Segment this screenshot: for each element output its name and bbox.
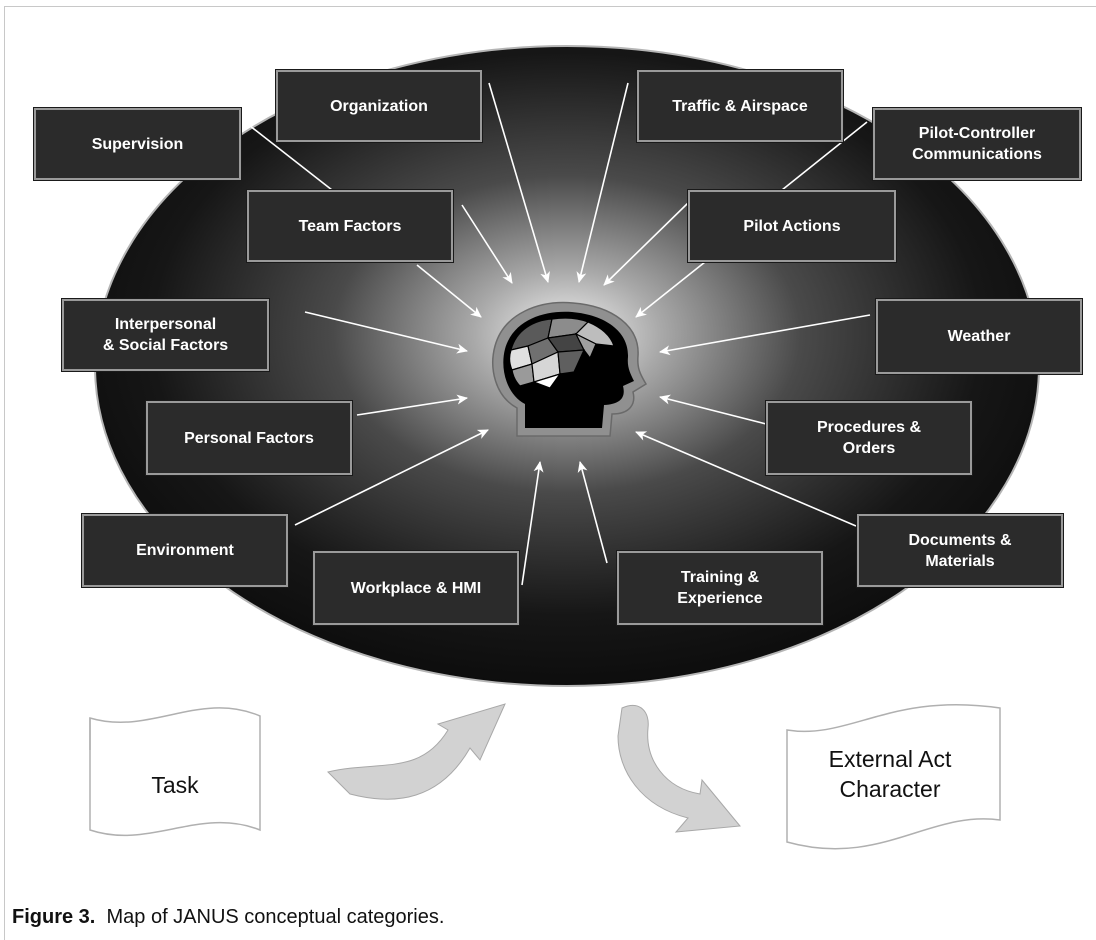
arrow-environment bbox=[294, 429, 489, 526]
connectors bbox=[244, 121, 868, 191]
category-team-factors: Team Factors bbox=[246, 189, 454, 263]
category-environment: Environment bbox=[81, 513, 289, 588]
category-traffic-airspace: Traffic & Airspace bbox=[636, 69, 844, 143]
category-personal-factors: Personal Factors bbox=[145, 400, 353, 476]
arrow-team-low bbox=[416, 264, 482, 318]
arrow-training bbox=[577, 461, 608, 564]
category-pilot-controller: Pilot-Controller Communications bbox=[872, 107, 1082, 181]
external-act-label: External Act Character bbox=[828, 746, 952, 802]
figure-caption: Figure 3. Map of JANUS conceptual catego… bbox=[12, 906, 444, 929]
brain-mosaic bbox=[509, 317, 615, 389]
arrow-personal bbox=[356, 394, 468, 416]
category-supervision: Supervision bbox=[33, 107, 242, 181]
category-workplace: Workplace & HMI bbox=[312, 550, 520, 626]
external-document bbox=[786, 704, 1001, 850]
curved-arrow-icon bbox=[327, 703, 506, 800]
arrow-weather bbox=[659, 314, 871, 356]
arrows bbox=[294, 82, 871, 586]
caption-text: Map of JANUS conceptual categories. bbox=[106, 906, 445, 928]
category-documents: Documents & Materials bbox=[856, 513, 1064, 588]
caption-label: Figure 3. bbox=[12, 906, 96, 928]
task-document bbox=[89, 707, 261, 837]
line-pilot-controller bbox=[781, 121, 868, 191]
category-interpersonal: Interpersonal & Social Factors bbox=[61, 298, 270, 372]
task-label: Task bbox=[151, 772, 199, 798]
arrow-pilot-low bbox=[635, 261, 706, 318]
line-supervision bbox=[244, 121, 333, 191]
category-organization: Organization bbox=[275, 69, 483, 143]
arrow-procedures bbox=[659, 394, 767, 425]
head-brain-icon bbox=[492, 301, 648, 437]
arrow-traffic bbox=[576, 82, 629, 283]
arrow-team-top bbox=[461, 204, 513, 284]
arrow-interpersonal bbox=[304, 311, 468, 354]
category-procedures: Procedures & Orders bbox=[765, 400, 973, 476]
arrow-documents bbox=[635, 431, 857, 527]
category-pilot-actions: Pilot Actions bbox=[687, 189, 897, 263]
category-weather: Weather bbox=[875, 298, 1083, 375]
curved-arrow-icon-2 bbox=[617, 705, 741, 833]
arrow-organization bbox=[488, 82, 550, 283]
category-training: Training & Experience bbox=[616, 550, 824, 626]
figure-frame bbox=[4, 6, 1096, 940]
arrow-pilot-top bbox=[603, 202, 689, 286]
arrow-workplace bbox=[521, 461, 544, 586]
